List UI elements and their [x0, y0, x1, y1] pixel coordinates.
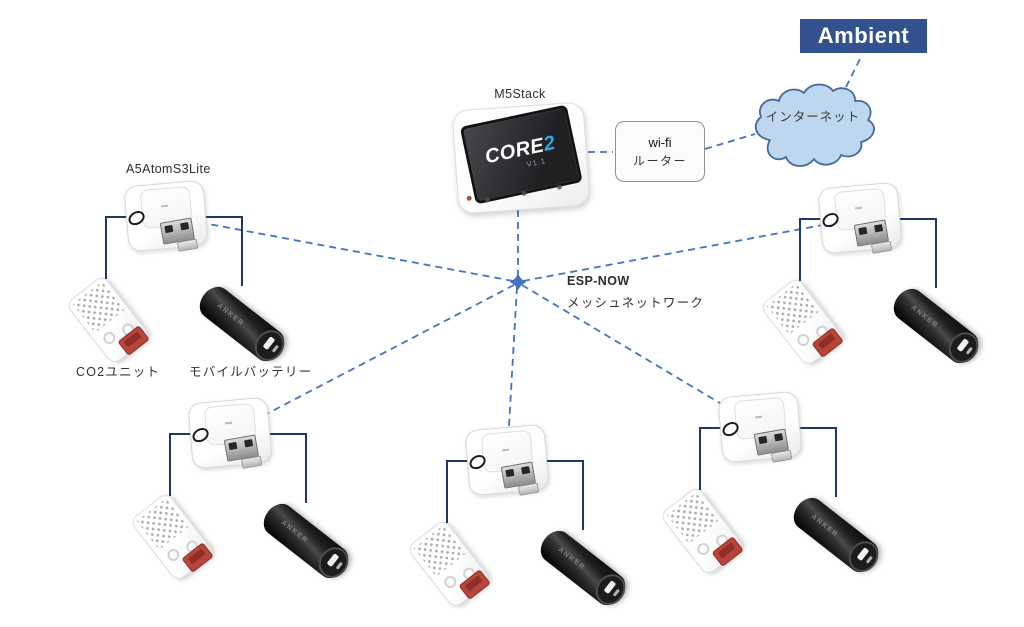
mesh-line-top-left [165, 215, 514, 282]
battery-brand-text: ANKER [809, 513, 840, 539]
sensor-node-group-top-left: ANKER [46, 176, 291, 391]
atom-s3-lite-device [464, 423, 550, 497]
internet-cloud-label: インターネット [765, 110, 861, 124]
battery-micro-usb [271, 344, 279, 353]
battery-brand-text: ANKER [909, 304, 940, 330]
co2-screw-hole [794, 331, 812, 349]
m5stack-screw-dot [466, 195, 472, 201]
atom-body [123, 179, 209, 253]
link-cloud-ambient [845, 54, 863, 88]
wifi-router-label-line2: ルーター [632, 153, 687, 168]
co2-unit-label: CO2ユニット [76, 365, 161, 379]
mobile-battery-label: モバイルバッテリー [189, 365, 313, 379]
co2-screw-hole [100, 329, 118, 347]
atom-body [187, 396, 273, 470]
sensor-node-group-bottom-left: ANKER [110, 393, 355, 608]
mesh-center-star [510, 274, 526, 290]
m5stack-body: CORE2 V1.1 [451, 101, 591, 215]
atom-body [717, 390, 803, 464]
atom-s3-lite-device [187, 396, 273, 470]
atom-s3-lite-device [817, 181, 903, 255]
ambient-service-badge: Ambient [800, 19, 927, 53]
atom-s3-lite-device [717, 390, 803, 464]
atom-s3-lite-label: A5AtomS3Lite [126, 162, 211, 176]
internet-cloud [754, 83, 875, 167]
m5stack-label: M5Stack [494, 87, 546, 101]
link-router-cloud [704, 133, 756, 150]
mesh-line-top-right [522, 217, 861, 282]
atom-s3-lite-device [123, 179, 209, 253]
sensor-node-group-bottom-right: ANKER [640, 387, 885, 602]
battery-brand-text: ANKER [279, 519, 310, 545]
battery-micro-usb [865, 555, 873, 564]
mesh-line-bottom-left [229, 284, 515, 434]
battery-brand-text: ANKER [556, 546, 587, 572]
mesh-network-label: メッシュネットワーク [567, 296, 705, 310]
co2-screw-hole [441, 573, 459, 591]
sensor-node-group-top-right: ANKER [740, 178, 985, 393]
atom-body [464, 423, 550, 497]
battery-micro-usb [612, 588, 620, 597]
sensor-node-group-bottom-center: ANKER [387, 420, 632, 627]
battery-brand-text: ANKER [215, 302, 246, 328]
atom-body [817, 181, 903, 255]
co2-screw-hole [164, 546, 182, 564]
m5stack-screen: CORE2 V1.1 [459, 104, 583, 205]
battery-micro-usb [335, 561, 343, 570]
m5stack-core2-device: CORE2 V1.1 [451, 101, 591, 215]
co2-screw-hole [694, 540, 712, 558]
wifi-router-box: wi-fi ルーター [615, 121, 705, 182]
battery-micro-usb [965, 346, 973, 355]
wifi-router-label-line1: wi-fi [648, 134, 672, 150]
espnow-label: ESP-NOW [567, 274, 630, 288]
